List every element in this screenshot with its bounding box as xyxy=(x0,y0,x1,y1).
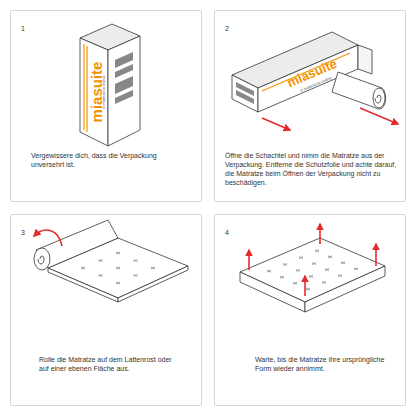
step-caption: Öffne die Schachtel und nimm die Matratz… xyxy=(225,151,401,187)
step-panel: 4Warte, bis die Matratze ihre ursprüngli… xyxy=(214,214,406,406)
step-caption: Vergewissere dich, dass die Verpackung u… xyxy=(31,151,181,169)
step-panel: 1Vergewissere dich, dass die Verpackung … xyxy=(10,10,202,202)
step-number: 3 xyxy=(21,229,25,236)
step-number: 2 xyxy=(225,25,229,32)
step-panel: 3Rolle die Matratze auf dem Lattenrost o… xyxy=(10,214,202,406)
step-panel: 2Öffne die Schachtel und nimm die Matrat… xyxy=(214,10,406,202)
brand-tagline: il materasso online xyxy=(101,75,106,108)
step-caption: Rolle die Matratze auf dem Lattenrost od… xyxy=(39,355,179,373)
step-number: 4 xyxy=(225,229,229,236)
step-caption: Warte, bis die Matratze ihre ursprünglic… xyxy=(255,355,395,373)
step-number: 1 xyxy=(21,25,25,32)
